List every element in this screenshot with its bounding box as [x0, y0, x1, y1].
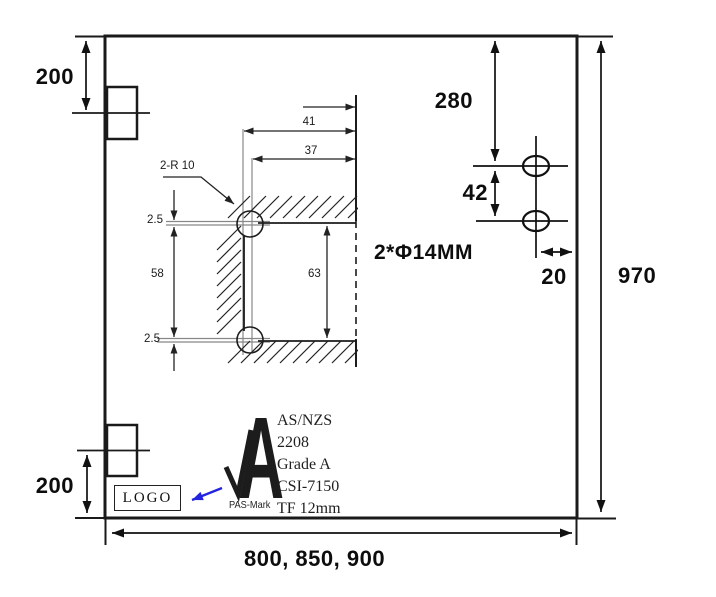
detail-cut-boundary: [236, 95, 357, 367]
detail-height-inner: 58: [151, 268, 164, 280]
pas-mark-check: [223, 429, 254, 503]
cert-line-csi: CSI-7150: [277, 478, 340, 495]
pas-mark-logo: A: [223, 393, 284, 523]
hinge-notch-top: [72, 85, 150, 141]
hole-top: [521, 154, 551, 178]
dim-holes-label: 2*Φ14MM: [374, 241, 473, 264]
detail-construction-lines: [157, 129, 270, 355]
corner-radius-top: [236, 210, 264, 238]
detail-offset-bottom: 2.5: [144, 333, 160, 345]
drill-holes: [473, 136, 568, 258]
dim-hinge-top-offset: 200: [35, 64, 74, 89]
detail-offset-top: 2.5: [147, 214, 163, 226]
cert-line-standard: AS/NZS: [277, 412, 333, 429]
detail-height-outer: 63: [308, 268, 321, 280]
dimension-lines: [81, 41, 606, 538]
logo-pointer-arrow: [191, 486, 223, 502]
certification-text: AS/NZS 2208 Grade A CSI-7150 TF 12mm: [277, 410, 341, 520]
hinge-notch-bottom: [77, 423, 150, 478]
dim-panel-widths: 800, 850, 900: [244, 546, 386, 571]
detail-depth-inner: 37: [304, 145, 318, 157]
logo-placeholder-box: LOGO: [114, 485, 181, 511]
detail-depth-outer: 41: [302, 116, 316, 128]
dim-hole-edge-offset: 20: [541, 264, 567, 289]
pas-mark-name: PAS-Mark: [229, 499, 271, 511]
detail-corner-radius: 2-R 10: [160, 160, 195, 172]
dim-hole-spacing: 42: [462, 180, 488, 205]
detail-dimension-lines: [163, 103, 355, 371]
detail-view: [157, 95, 358, 371]
corner-radius-bottom: [236, 326, 264, 354]
panel-outline: [75, 34, 616, 545]
cert-line-grade: Grade A: [277, 456, 331, 473]
cert-line-number: 2208: [277, 434, 309, 451]
section-hatching: [216, 195, 358, 364]
dim-panel-height: 970: [618, 263, 657, 288]
cert-line-thickness: TF 12mm: [277, 500, 341, 517]
dim-hole-top-offset: 280: [434, 88, 473, 113]
dim-hinge-bottom-offset: 200: [35, 473, 74, 498]
hole-bottom: [521, 209, 551, 233]
